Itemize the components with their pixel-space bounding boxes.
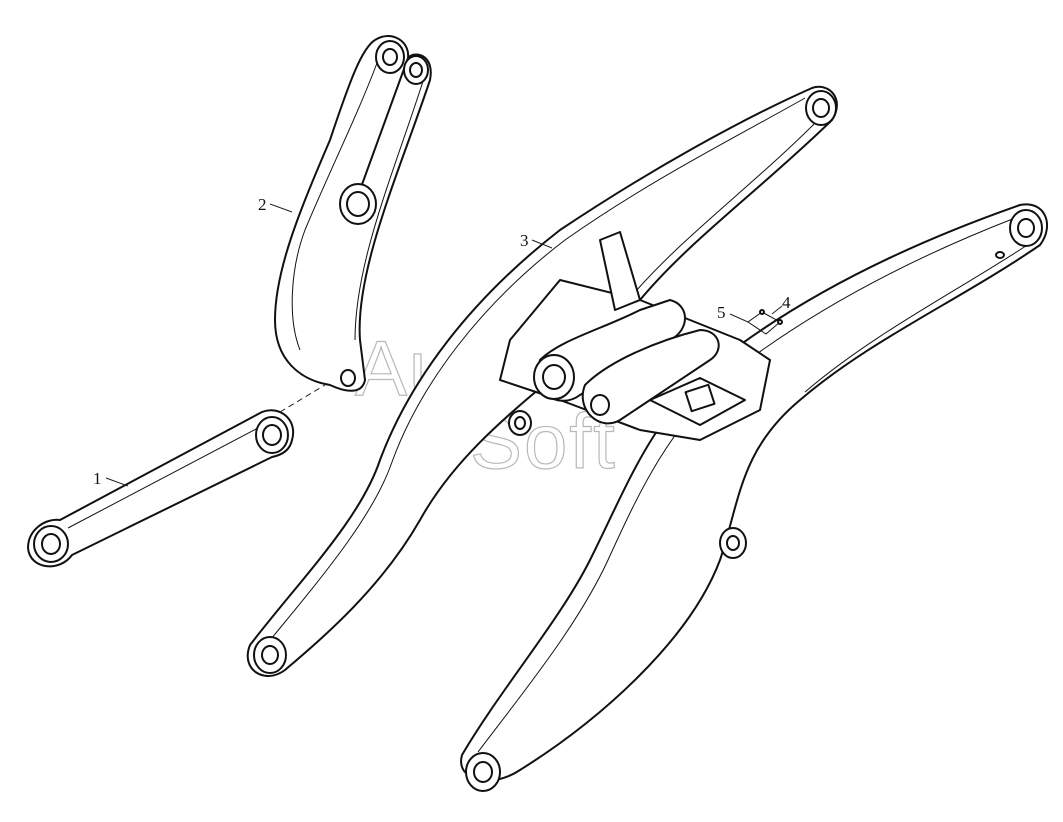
part-2-bellcrank [274,35,432,392]
assembly-centerline [279,384,326,413]
part-4-5-plate [747,309,783,335]
leader-1 [105,477,129,487]
callout-2: 2 [258,195,267,214]
callout-1: 1 [93,469,102,488]
leader-3 [531,239,553,249]
leader-4 [771,305,783,315]
callout-3: 3 [520,231,529,250]
callout-4: 4 [782,293,791,312]
leader-5 [729,313,749,323]
leader-2 [269,203,293,213]
part-1-link-rod [27,409,295,568]
part-3-cross-member [499,231,771,441]
callout-5: 5 [717,303,726,322]
